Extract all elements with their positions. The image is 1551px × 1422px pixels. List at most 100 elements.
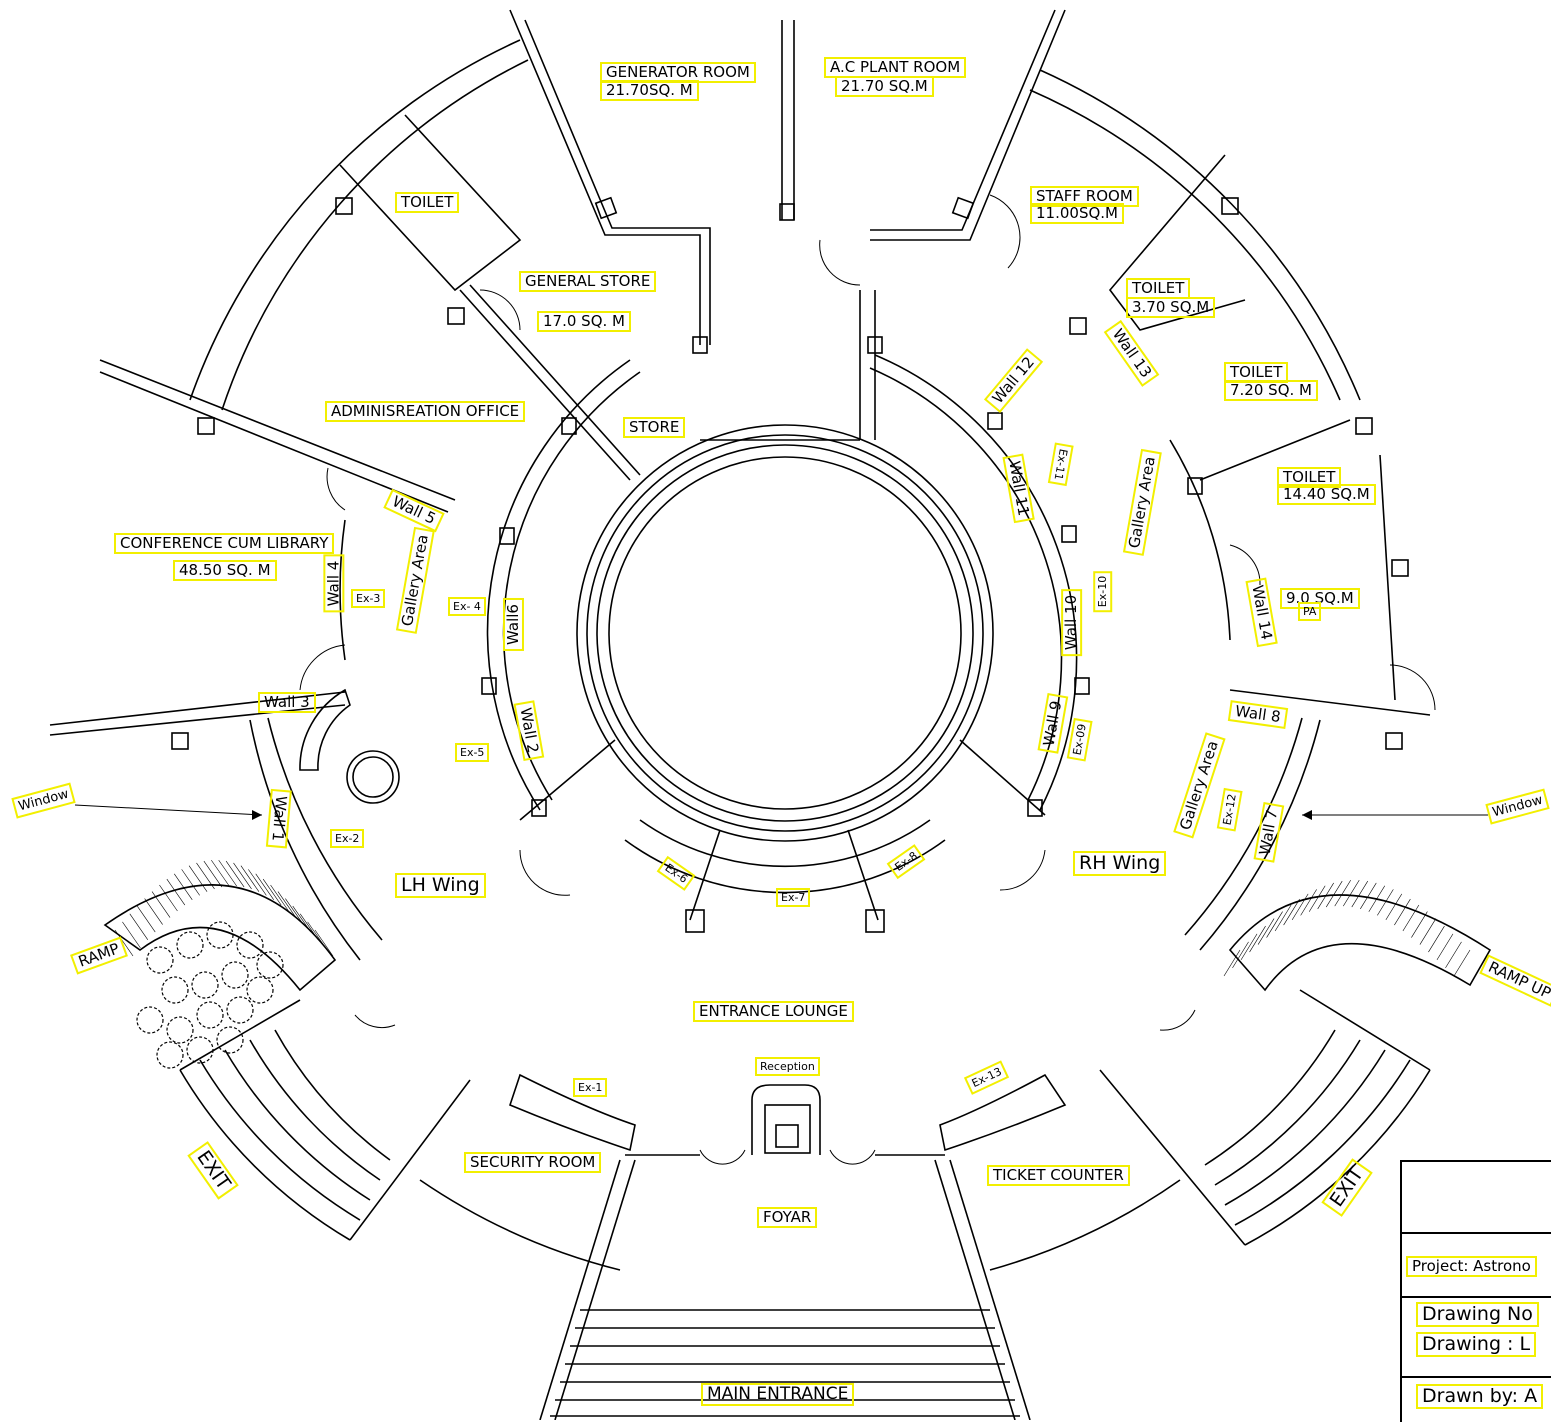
door-swing bbox=[354, 1014, 396, 1029]
outer-wall-left-inner bbox=[221, 59, 529, 411]
ticket-counter-label: TICKET COUNTER bbox=[987, 1165, 1130, 1186]
column bbox=[1061, 525, 1077, 543]
column bbox=[1355, 417, 1373, 435]
outer-wall-bottom-right bbox=[989, 1179, 1181, 1271]
general-store-wall-2 bbox=[469, 284, 641, 476]
door-swing bbox=[299, 644, 346, 691]
admin-wall-2 bbox=[99, 371, 449, 513]
gallery-right-arc bbox=[1169, 439, 1231, 641]
exhibit-7-label: Ex-7 bbox=[776, 888, 811, 907]
toilet-left-walls bbox=[339, 114, 522, 292]
toilet-area: 7.20 SQ. M bbox=[1224, 380, 1318, 401]
exhibit-5-label: Ex-5 bbox=[455, 743, 490, 762]
gallery-ring-left bbox=[486, 359, 631, 811]
dome-ring-2 bbox=[586, 434, 984, 832]
toilet-area: 14.40 SQ.M bbox=[1277, 484, 1376, 505]
foyar-label: FOYAR bbox=[757, 1207, 818, 1228]
outer-wall-bottom-left bbox=[419, 1179, 621, 1271]
column bbox=[561, 417, 577, 435]
toilet-label: TOILET bbox=[1126, 278, 1191, 299]
conference-library-area: 48.50 SQ. M bbox=[173, 560, 277, 581]
door-swing bbox=[699, 1149, 746, 1165]
exhibit-10-label: Ex-10 bbox=[1093, 570, 1113, 613]
reception-counter bbox=[764, 1104, 811, 1154]
dome-inner bbox=[608, 456, 962, 810]
dome-entry-arc bbox=[639, 819, 931, 868]
general-store-wall bbox=[459, 289, 631, 481]
conference-library-label: CONFERENCE CUM LIBRARY bbox=[114, 533, 335, 554]
door-swing bbox=[819, 239, 861, 286]
ticket-counter-wall bbox=[939, 1073, 1067, 1152]
wall-4-label: Wall 4 bbox=[323, 554, 345, 613]
column bbox=[171, 732, 189, 750]
exit-stairs-left bbox=[179, 999, 471, 1241]
gallery-ring-right bbox=[874, 354, 1078, 811]
wall-10-label: Wall 10 bbox=[1061, 588, 1083, 657]
door-swing bbox=[519, 849, 571, 896]
entrance-steps bbox=[550, 1309, 1020, 1417]
door-swing bbox=[989, 194, 1021, 269]
column bbox=[1391, 559, 1409, 577]
exhibit-base bbox=[685, 909, 705, 933]
column bbox=[1074, 677, 1090, 695]
toilet-right-wall bbox=[1199, 419, 1351, 481]
column bbox=[951, 196, 975, 220]
ac-room-walls-inner bbox=[870, 9, 1056, 231]
rh-wing-label: RH Wing bbox=[1073, 851, 1167, 876]
entry-wall-l bbox=[519, 739, 616, 821]
wall-3-label: Wall 3 bbox=[258, 692, 316, 713]
exhibit-4-label: Ex- 4 bbox=[448, 597, 486, 616]
title-block: Project: Astrono Drawing No Drawing : L … bbox=[1400, 1160, 1551, 1422]
column bbox=[1069, 317, 1087, 335]
column bbox=[1187, 477, 1203, 495]
exhibit-3-label: Ex-3 bbox=[351, 589, 386, 608]
wall-3b bbox=[49, 704, 346, 736]
column bbox=[1027, 799, 1043, 817]
generator-room-walls-inner bbox=[524, 19, 711, 345]
store-label: STORE bbox=[623, 417, 686, 438]
wall-1-arc-inner bbox=[267, 717, 383, 941]
wall-7-arc bbox=[1199, 719, 1321, 951]
stair-post-inner bbox=[352, 756, 394, 798]
door-swing bbox=[1229, 544, 1261, 586]
column bbox=[531, 799, 547, 817]
foyer-wall-r bbox=[949, 1159, 1031, 1420]
entrance-lounge-label: ENTRANCE LOUNGE bbox=[693, 1001, 854, 1022]
dome-ring-3 bbox=[596, 444, 974, 822]
column bbox=[594, 196, 618, 220]
ac-room-walls bbox=[870, 9, 1066, 241]
exhibit-base bbox=[865, 909, 885, 933]
window-leader-left bbox=[74, 804, 263, 816]
column bbox=[1385, 732, 1403, 750]
outer-wall-right bbox=[1039, 69, 1361, 401]
arrowhead bbox=[252, 810, 262, 820]
outer-wall-right-inner bbox=[1029, 89, 1341, 401]
toilet-label: TOILET bbox=[395, 192, 460, 213]
staff-room-label: STAFF ROOM bbox=[1030, 186, 1139, 207]
general-store-label: GENERAL STORE bbox=[519, 271, 657, 292]
admin-wall bbox=[99, 359, 456, 501]
door-swing bbox=[999, 849, 1046, 891]
exhibit-stand bbox=[689, 829, 721, 921]
column bbox=[779, 203, 795, 221]
spiral-stair bbox=[299, 688, 351, 771]
toilet-label: TOILET bbox=[1277, 467, 1342, 488]
gallery-ring-right-2 bbox=[869, 367, 1063, 801]
door-swing bbox=[1389, 664, 1436, 711]
stair-post bbox=[346, 750, 400, 804]
drawing-no-label: Drawing No bbox=[1416, 1302, 1539, 1327]
dome-outer bbox=[576, 424, 994, 842]
toilet-right-walls bbox=[1108, 154, 1246, 331]
exhibit-2-label: Ex-2 bbox=[330, 829, 365, 848]
door-swing bbox=[829, 1149, 876, 1165]
column bbox=[335, 197, 353, 215]
general-store-area: 17.0 SQ. M bbox=[537, 311, 631, 332]
conference-arc bbox=[339, 519, 346, 661]
wall-6-label: Wall6 bbox=[502, 598, 524, 651]
foyer-wall-l bbox=[539, 1159, 621, 1420]
lh-wing-label: LH Wing bbox=[395, 873, 486, 898]
column bbox=[867, 336, 883, 354]
drawing-label: Drawing : L bbox=[1416, 1332, 1537, 1357]
toilet-area: 3.70 SQ.M bbox=[1126, 297, 1216, 318]
